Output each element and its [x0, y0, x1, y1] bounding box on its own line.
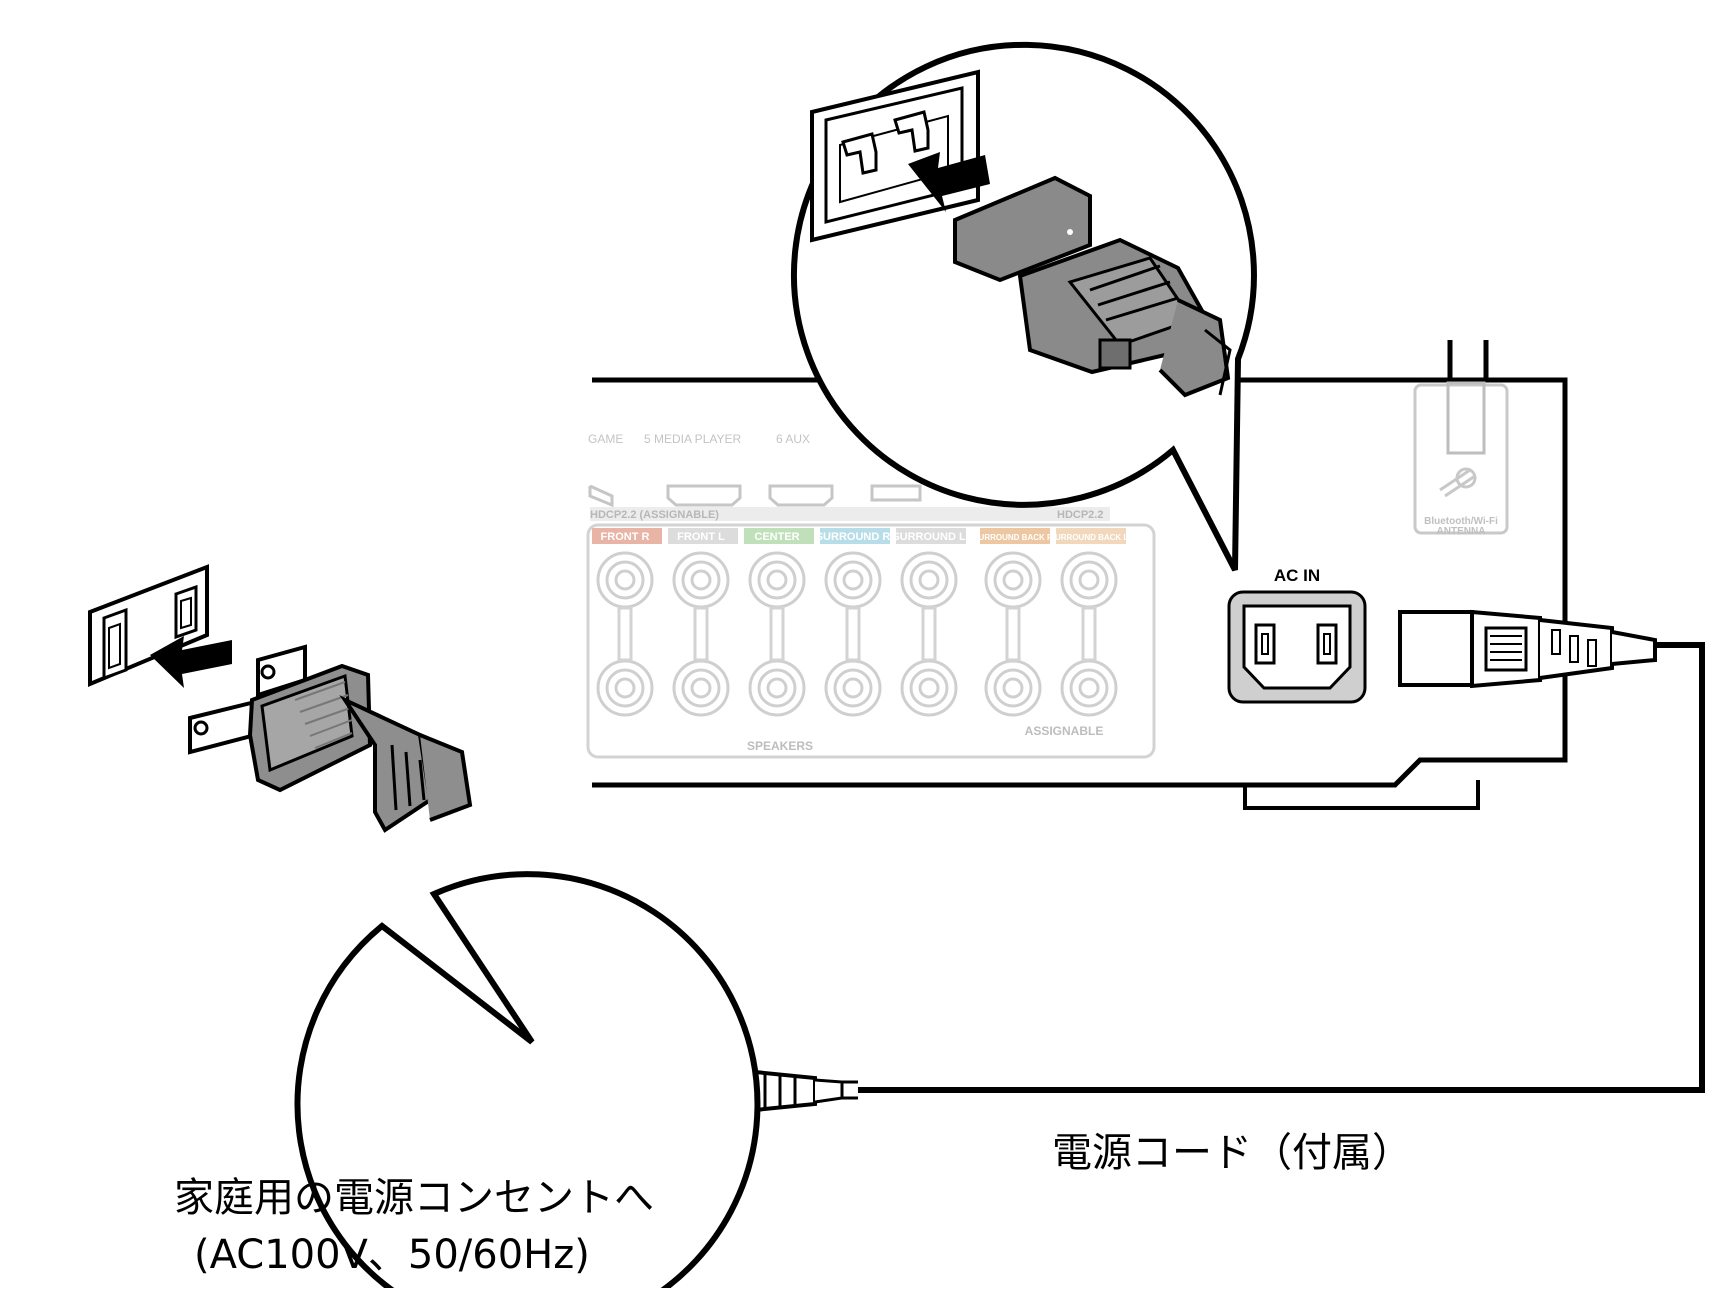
antenna-label-1: Bluetooth/Wi-Fi — [1424, 516, 1498, 527]
channel-label-bg — [592, 528, 662, 544]
channel-label: FRONT L — [677, 531, 725, 543]
channel-label-bg — [820, 528, 890, 544]
speaker-terminal — [984, 659, 1042, 717]
power-cord — [858, 642, 1705, 1093]
input-label-aux: 6 AUX — [776, 432, 810, 446]
speaker-terminal — [748, 551, 806, 609]
terminal-link — [769, 606, 785, 662]
antenna-label-2: ANTENNA — [1437, 526, 1486, 537]
speaker-terminal — [984, 551, 1042, 609]
speaker-terminal — [672, 551, 730, 609]
speaker-terminal — [1060, 659, 1118, 717]
channel-label: FRONT R — [601, 531, 650, 543]
terminal-link — [845, 606, 861, 662]
receiver-rear-panel: Bluetooth/Wi-Fi ANTENNA GAME 5 MEDIA PLA… — [586, 340, 1657, 810]
speaker-terminal — [748, 659, 806, 717]
speaker-terminal — [824, 659, 882, 717]
terminal-link — [693, 606, 709, 662]
ac-in-label: AC IN — [1274, 566, 1320, 585]
terminal-link — [921, 606, 937, 662]
channel-label-bg — [668, 528, 738, 544]
channel-label: SURROUND BACK L — [1050, 533, 1129, 542]
channel-label: SURROUND R — [816, 531, 891, 543]
channel-label: CENTER — [754, 531, 799, 543]
power-cord-caption: 電源コード（付属） — [1052, 1130, 1412, 1176]
hdcp-label-right: HDCP2.2 — [1057, 509, 1103, 521]
speaker-terminal — [1060, 551, 1118, 609]
speaker-terminal — [900, 659, 958, 717]
speaker-terminal — [672, 659, 730, 717]
speaker-terminal — [596, 551, 654, 609]
channel-label-bg — [1056, 528, 1126, 544]
speakers-label: SPEAKERS — [747, 739, 813, 753]
channel-label-bg — [896, 528, 966, 544]
hdcp-label: HDCP2.2 (ASSIGNABLE) — [590, 509, 719, 521]
channel-label-bg — [980, 528, 1050, 544]
channel-label: SURROUND BACK R — [973, 533, 1053, 542]
speaker-terminal — [824, 551, 882, 609]
speaker-terminals — [596, 551, 1118, 717]
channel-label-bg — [744, 528, 814, 544]
channel-label: SURROUND L — [892, 531, 966, 543]
input-label-game: GAME — [588, 432, 623, 446]
speaker-block — [586, 523, 1156, 759]
speaker-terminal — [596, 659, 654, 717]
speaker-terminal — [900, 551, 958, 609]
assignable-label: ASSIGNABLE — [1025, 724, 1104, 738]
outlet-caption-line2: (AC100V、50/60Hz) — [194, 1232, 590, 1278]
terminal-link — [1081, 606, 1097, 662]
callout-outlet — [88, 564, 761, 1292]
input-label-media-player: 5 MEDIA PLAYER — [644, 432, 741, 446]
terminal-link — [1005, 606, 1021, 662]
callout-inlet — [790, 41, 1257, 572]
iec-plug — [1398, 609, 1657, 689]
hdmi-ports — [588, 484, 1110, 521]
terminal-link — [617, 606, 633, 662]
outlet-caption-line1: 家庭用の電源コンセントへ — [174, 1175, 654, 1221]
